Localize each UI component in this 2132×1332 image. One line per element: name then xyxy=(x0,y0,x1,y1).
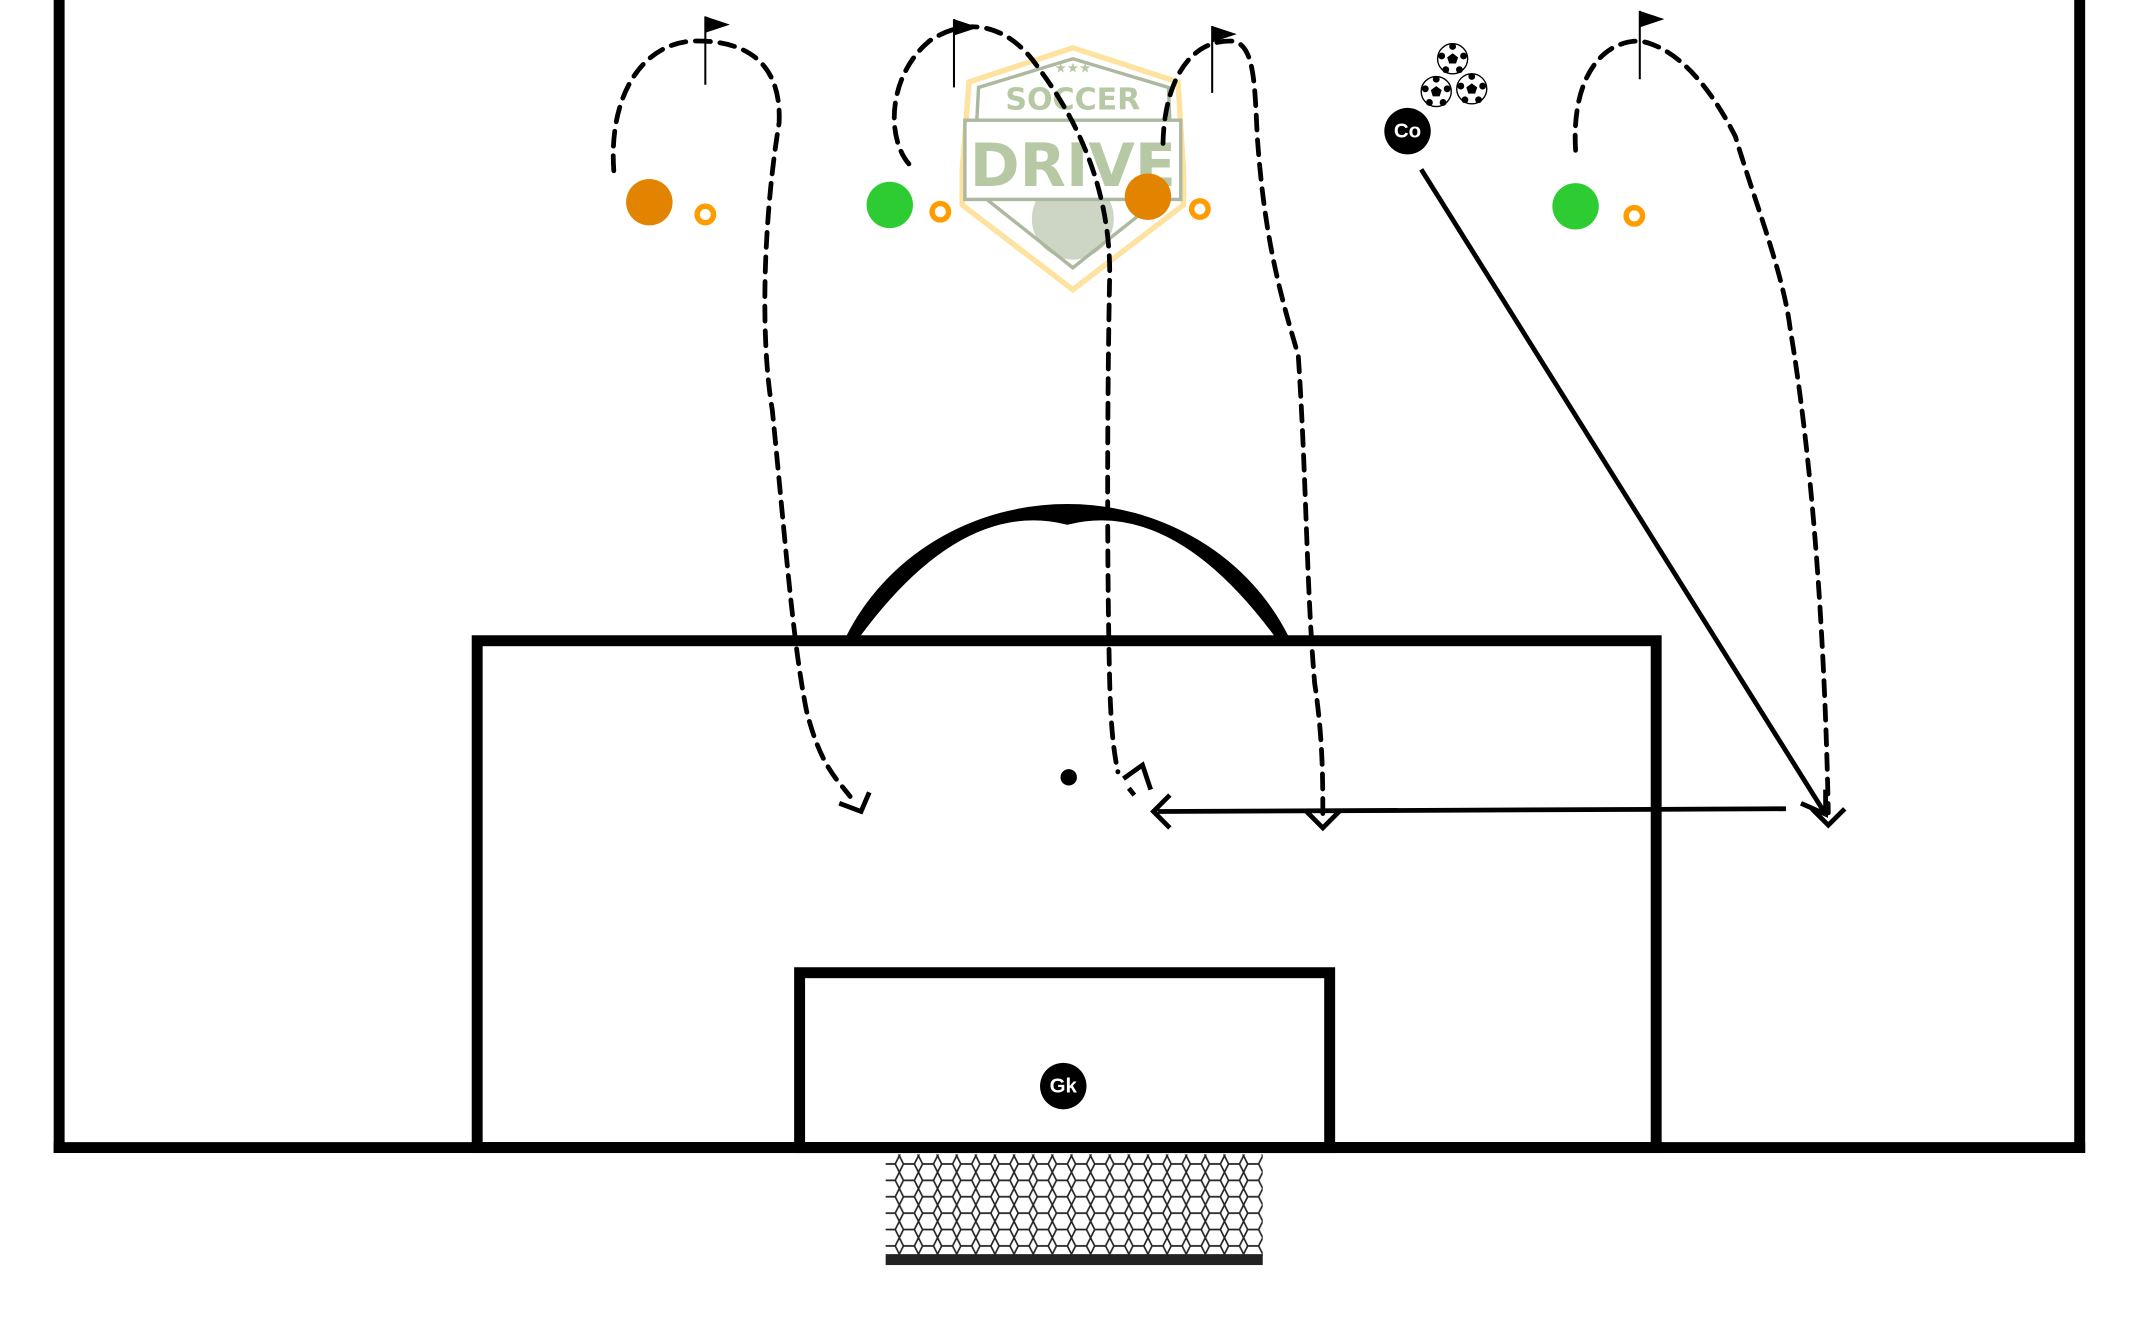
player-run-path-4 xyxy=(1572,38,1831,816)
soccer-drive-logo: ★★★ SOCCER DRIVE xyxy=(959,44,1187,294)
logo-text-soccer: SOCCER xyxy=(1005,82,1140,117)
goal-area xyxy=(794,967,1336,1154)
goalkeeper-label: Gk xyxy=(1050,1075,1078,1098)
player-run-path-2 xyxy=(891,24,1121,775)
penalty-arc xyxy=(845,509,1290,644)
green-player xyxy=(1552,183,1599,230)
cone-icon xyxy=(929,200,952,223)
cross-pass-line xyxy=(1157,806,1786,814)
coach-pass-line xyxy=(1419,168,1828,816)
pitch-lines xyxy=(53,0,2086,1154)
arrowhead-run-3 xyxy=(1304,809,1341,832)
player-run-path-1 xyxy=(610,38,853,799)
coach-pass-arrowhead xyxy=(1800,789,1828,818)
cone-icon xyxy=(1623,204,1646,227)
arrowhead-run-1 xyxy=(838,791,872,815)
cone-icon xyxy=(694,203,717,226)
soccer-ball-icon xyxy=(1456,72,1488,105)
cone-icon xyxy=(1188,198,1211,220)
flag-icon xyxy=(952,19,979,88)
green-player xyxy=(866,181,913,229)
arrowhead-run-4 xyxy=(1810,807,1847,829)
orange-player xyxy=(1124,173,1172,220)
penalty-arc-shape xyxy=(845,504,1290,644)
penalty-spot xyxy=(1060,769,1077,786)
flag-icon xyxy=(704,16,730,85)
goalkeeper-marker: Gk xyxy=(1040,1062,1087,1110)
logo-stars: ★★★ xyxy=(1054,60,1091,76)
orange-player xyxy=(626,178,673,226)
soccer-ball-icon xyxy=(1436,42,1469,75)
arrowhead-run-2 xyxy=(1121,761,1153,797)
soccer-ball-icon xyxy=(1420,75,1452,108)
coach-label: Co xyxy=(1394,120,1421,143)
coach-marker: Co xyxy=(1384,107,1431,155)
player-run-path-3 xyxy=(1160,38,1326,823)
cross-pass-arrowhead xyxy=(1150,793,1172,830)
flag-icon xyxy=(1638,10,1665,80)
flag-icon xyxy=(1211,25,1237,93)
goal-net xyxy=(885,1154,1263,1266)
